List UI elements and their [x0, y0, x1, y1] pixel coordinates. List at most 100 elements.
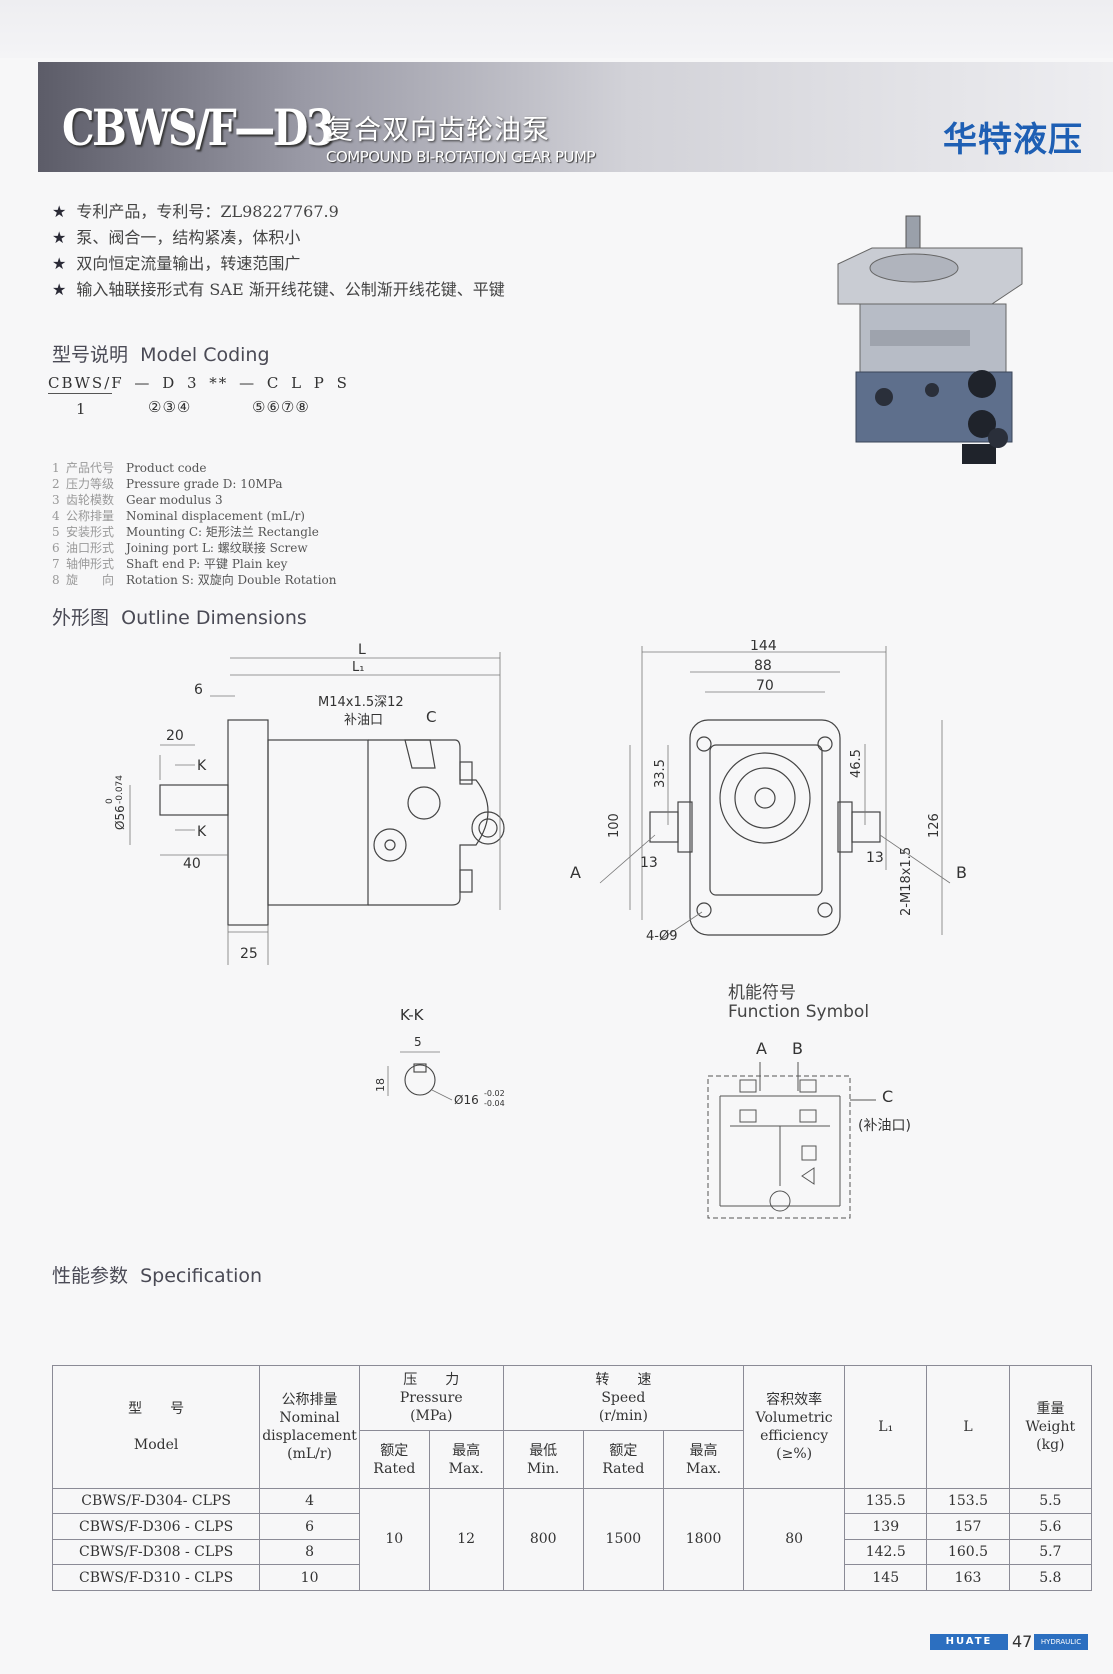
dim-20: 20	[166, 728, 184, 744]
dim-88: 88	[754, 658, 772, 674]
cell-model: CBWS/F-D304- CLPS	[51, 1487, 261, 1515]
dim-70: 70	[756, 678, 774, 694]
cell-s-max: 1800	[662, 1487, 745, 1592]
star-icon: ★	[52, 228, 67, 247]
dim-L1: L₁	[352, 660, 364, 675]
cell-model: CBWS/F-D308 - CLPS	[51, 1538, 261, 1566]
dim-25: 25	[240, 946, 258, 962]
feature-item: ★泵、阀合一，结构紧凑，体积小	[52, 228, 301, 247]
cell-disp: 10	[259, 1564, 360, 1591]
page-number: 47	[1012, 1632, 1033, 1651]
product-title-cn: 复合双向齿轮油泵	[326, 115, 550, 146]
symbol-heading-cn: 机能符号	[728, 983, 796, 1003]
cell-l: 163	[926, 1564, 1010, 1591]
dim-46-5: 46.5	[849, 749, 864, 778]
code-index-1: 1	[76, 400, 86, 418]
footer-tag: HYDRAULIC	[1034, 1634, 1088, 1650]
port-c-label: C	[426, 708, 436, 726]
cell-weight: 5.7	[1008, 1538, 1093, 1566]
cell-s-rated: 1500	[582, 1487, 664, 1592]
shaft-tol-bottom: -0.074	[115, 775, 125, 804]
table-row: CBWS/F-D306 - CLPS 6 139 157 5.6	[51, 1513, 1093, 1540]
kk-diameter: Ø16	[454, 1093, 479, 1107]
cell-p-max: 12	[428, 1487, 504, 1592]
dim-126: 126	[927, 813, 942, 838]
port-thread: M14x1.5深12	[318, 695, 404, 710]
code-index-5678: ⑤⑥⑦⑧	[252, 398, 310, 416]
dim-6: 6	[194, 682, 203, 698]
symbol-heading-en: Function Symbol	[728, 1002, 870, 1022]
front-view-drawing: 144 88 70 13 13 4-Ø9 A B 33.5 46.5 100 1…	[570, 640, 967, 944]
code-index-234: ②③④	[148, 398, 192, 416]
cell-l: 160.5	[926, 1538, 1010, 1566]
dim-40: 40	[183, 856, 201, 872]
cell-l1: 135.5	[844, 1487, 928, 1515]
port-label-cn: 补油口	[344, 713, 383, 728]
product-title-en: COMPOUND BI-ROTATION GEAR PUMP	[326, 148, 596, 166]
model-code: CBWS/F — D 3 ** — C L P S	[48, 374, 349, 392]
cell-weight: 5.5	[1008, 1487, 1093, 1515]
th-l1: L₁	[844, 1365, 928, 1489]
cell-eff: 80	[743, 1487, 846, 1592]
cell-l1: 139	[844, 1513, 928, 1540]
top-band	[0, 0, 1113, 58]
cell-l1: 145	[844, 1564, 928, 1591]
spec-heading: 性能参数 Specification	[52, 1265, 263, 1287]
section-k-bottom: K	[197, 824, 207, 840]
pump-photo	[837, 215, 1023, 464]
cell-s-min: 800	[502, 1487, 584, 1592]
symbol-a: A	[756, 1039, 767, 1058]
feature-item: ★双向恒定流量输出，转速范围广	[52, 254, 301, 273]
port-b-label: B	[956, 863, 967, 882]
port-a-label: A	[570, 863, 581, 882]
th-l: L	[926, 1365, 1010, 1489]
cell-weight: 5.6	[1008, 1513, 1093, 1540]
thread-spec: 2-M18x1.5	[899, 847, 914, 916]
mount-holes: 4-Ø9	[646, 929, 677, 944]
symbol-c-note: (补油口)	[858, 1118, 911, 1134]
feature-item: ★专利产品，专利号：ZL98227767.9	[52, 202, 339, 221]
star-icon: ★	[52, 280, 67, 299]
dim-L: L	[358, 642, 366, 658]
cell-disp: 4	[259, 1487, 360, 1515]
cell-l: 157	[926, 1513, 1010, 1540]
cell-l1: 142.5	[844, 1538, 928, 1566]
cell-l: 153.5	[926, 1487, 1010, 1515]
footer-brand: HUATE	[930, 1634, 1008, 1650]
dim-144: 144	[750, 640, 777, 654]
star-icon: ★	[52, 202, 67, 221]
cell-model: CBWS/F-D310 - CLPS	[51, 1564, 261, 1591]
dim-13-right: 13	[866, 850, 884, 866]
kk-dim-18: 18	[374, 1078, 387, 1092]
table-row: CBWS/F-D304- CLPS 4 10 12 800 1500 1800 …	[51, 1487, 1093, 1592]
symbol-b: B	[792, 1039, 803, 1058]
star-icon: ★	[52, 254, 67, 273]
symbol-c: C	[882, 1087, 893, 1106]
brand-name: 华特液压	[943, 120, 1083, 160]
side-view-drawing: L L₁ 6 20 40 25 K K M14x1.5深12 补油口 C Ø56…	[105, 642, 505, 965]
cell-disp: 8	[259, 1538, 360, 1566]
function-symbol-diagram: A B C (补油口)	[707, 1039, 911, 1219]
cell-weight: 5.8	[1008, 1564, 1093, 1591]
kk-tol-bottom: -0.04	[484, 1099, 505, 1108]
